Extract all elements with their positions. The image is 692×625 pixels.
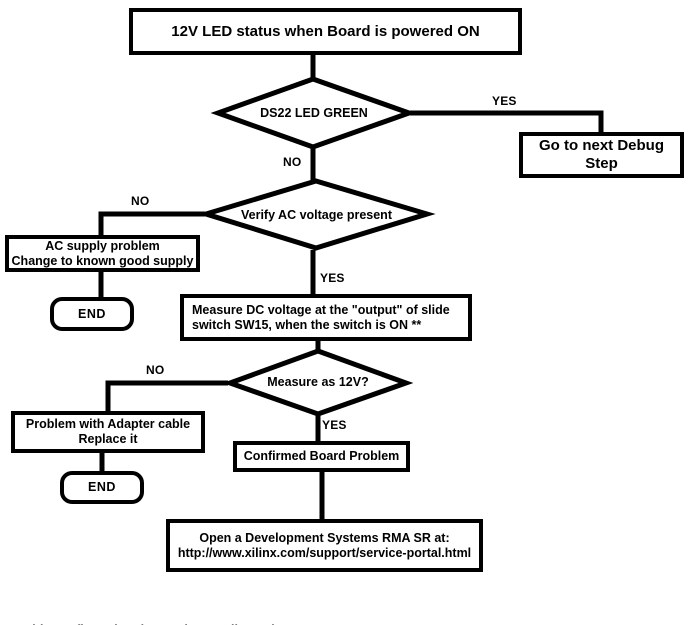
- measure-dc-voltage-line2: switch SW15, when the switch is ON **: [192, 317, 422, 332]
- adapter-cable-problem-line1: Problem with Adapter cable: [25, 417, 191, 432]
- edge-label-ds22-no-text: NO: [283, 155, 302, 169]
- rma-box: Open a Development Systems RMA SR at: ht…: [166, 519, 483, 572]
- measure-dc-voltage-line1: Measure DC voltage at the "output" of sl…: [192, 302, 450, 317]
- edge-label-ac-yes-text: YES: [320, 271, 345, 285]
- decision-ac-voltage-label: Verify AC voltage present: [241, 207, 392, 222]
- edge-label-12v-yes-text: YES: [322, 418, 347, 432]
- edge-label-ds22-no: NO: [283, 155, 301, 169]
- edge-label-12v-no-text: NO: [146, 363, 165, 377]
- start-box: 12V LED status when Board is powered ON: [129, 8, 522, 55]
- end-terminator-2: END: [60, 471, 144, 504]
- confirmed-board-problem-box: Confirmed Board Problem: [233, 441, 410, 472]
- adapter-cable-problem-box: Problem with Adapter cable Replace it: [11, 411, 205, 453]
- confirmed-board-problem-label: Confirmed Board Problem: [243, 449, 400, 464]
- next-debug-step-line2: Step: [585, 155, 618, 172]
- next-debug-step-box: Go to next Debug Step: [519, 132, 684, 178]
- edge-label-ac-no: NO: [131, 194, 149, 208]
- edge-label-12v-yes: YES: [322, 418, 347, 432]
- footnote: ** This confirms that the 12V is actuall…: [8, 585, 321, 625]
- edge-label-ac-yes: YES: [320, 271, 345, 285]
- edge-ds22-yes: [410, 110, 604, 132]
- footnote-line1: ** This confirms that the 12V is actuall…: [8, 621, 321, 625]
- edge-label-ac-no-text: NO: [131, 194, 150, 208]
- rma-line1: Open a Development Systems RMA SR at:: [199, 530, 450, 545]
- edge-12v-no: [105, 380, 228, 411]
- next-debug-step-line1: Go to next Debug: [539, 137, 664, 155]
- measure-dc-voltage-box: Measure DC voltage at the "output" of sl…: [180, 294, 472, 341]
- ac-supply-problem-line2: Change to known good supply: [11, 253, 194, 268]
- ac-supply-problem-line1: AC supply problem: [45, 238, 160, 253]
- decision-ds22-label: DS22 LED GREEN: [260, 106, 368, 121]
- ac-supply-problem-box: AC supply problem Change to known good s…: [5, 235, 200, 272]
- end-terminator-2-label: END: [88, 480, 116, 495]
- start-box-label: 12V LED status when Board is powered ON: [171, 22, 480, 40]
- decision-ac-voltage[interactable]: Verify AC voltage present: [206, 181, 427, 249]
- end-terminator-1-label: END: [78, 306, 106, 321]
- edge-label-ds22-yes-text: YES: [492, 94, 517, 108]
- adapter-cable-problem-line2: Replace it: [78, 432, 138, 446]
- decision-measure-12v-label: Measure as 12V?: [267, 375, 369, 390]
- rma-link[interactable]: http://www.xilinx.com/support/service-po…: [177, 545, 472, 560]
- edge-ac-no: [98, 211, 205, 235]
- edge-label-ds22-yes: YES: [492, 94, 517, 108]
- decision-ds22[interactable]: DS22 LED GREEN: [218, 79, 410, 148]
- end-terminator-1: END: [50, 297, 134, 331]
- decision-measure-12v[interactable]: Measure as 12V?: [230, 351, 406, 414]
- edge-label-12v-no: NO: [146, 363, 164, 377]
